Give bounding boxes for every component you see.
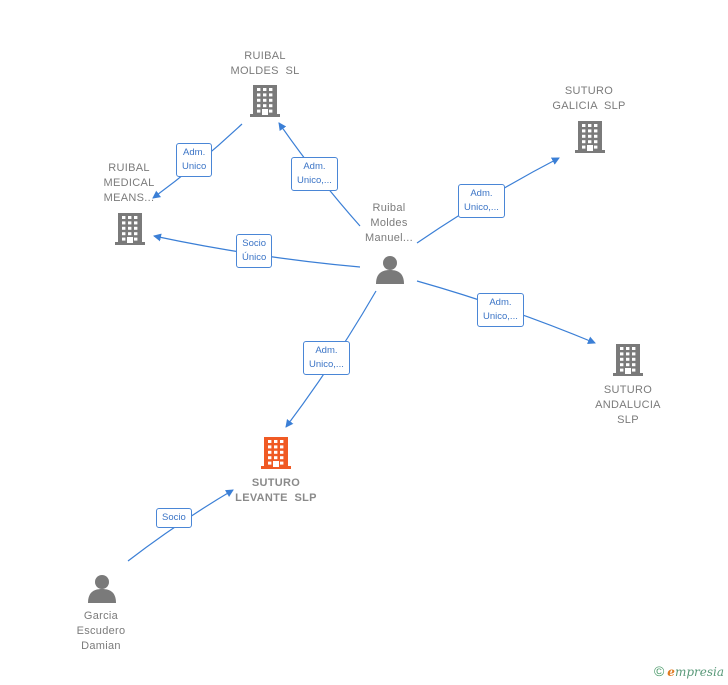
empresia-footer[interactable]: ©empresia	[654, 663, 724, 679]
node-label-garcia-escudero[interactable]: Garcia Escudero Damian	[76, 610, 126, 652]
edge-label-socio-unico[interactable]: Socio Único	[236, 234, 273, 268]
building-icon[interactable]	[575, 120, 605, 159]
edge-label-adm-unico[interactable]: Adm. Unico,...	[291, 157, 338, 191]
edge-label-adm-unico[interactable]: Adm. Unico,...	[458, 184, 505, 218]
edge-label-adm-unico[interactable]: Adm. Unico,...	[477, 293, 524, 327]
edge-label-adm-unico[interactable]: Adm. Unico,...	[303, 341, 350, 375]
edge-label-adm-unico[interactable]: Adm. Unico	[176, 143, 213, 177]
node-label-suturo-galicia[interactable]: SUTURO GALICIA SLP	[552, 85, 626, 112]
person-icon[interactable]	[88, 574, 116, 609]
building-icon[interactable]	[250, 84, 280, 123]
building-focus-icon[interactable]	[261, 436, 291, 475]
node-label-ruibal-moldes-sl[interactable]: RUIBAL MOLDES SL	[230, 50, 300, 77]
node-label-suturo-levante[interactable]: SUTURO LEVANTE SLP	[235, 477, 317, 504]
building-icon[interactable]	[613, 343, 643, 382]
node-label-ruibal-medical[interactable]: RUIBAL MEDICAL MEANS...	[103, 162, 155, 204]
copyright-icon: ©	[653, 663, 665, 679]
brand-text: mpresia	[674, 665, 724, 679]
brand-e: e	[667, 665, 675, 679]
building-icon[interactable]	[115, 212, 145, 251]
node-label-ruibal-moldes-manuel[interactable]: Ruibal Moldes Manuel...	[365, 202, 413, 244]
person-icon[interactable]	[376, 255, 404, 290]
edge-label-socio[interactable]: Socio	[156, 508, 192, 528]
node-label-suturo-andalucia[interactable]: SUTURO ANDALUCIA SLP	[595, 384, 661, 426]
